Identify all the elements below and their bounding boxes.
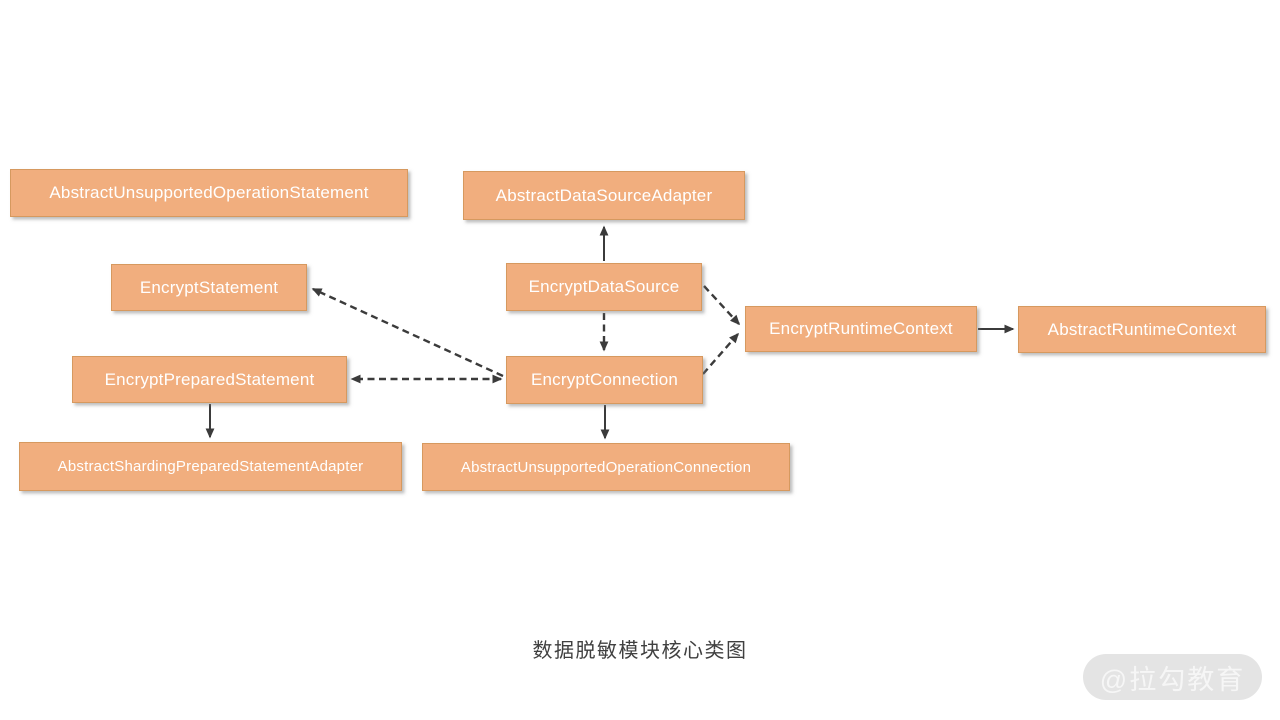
node-encrypt-data-source: EncryptDataSource [506, 263, 702, 311]
diagram-caption: 数据脱敏模块核心类图 [532, 640, 748, 662]
node-encrypt-runtime-context: EncryptRuntimeContext [745, 306, 977, 352]
node-encrypt-statement: EncryptStatement [111, 264, 307, 311]
watermark-badge: @拉勾教育 [1083, 654, 1262, 700]
node-abstract-data-source-adapter: AbstractDataSourceAdapter [463, 171, 745, 220]
edge-encryptdatasource-to-encryptruntimecontext [703, 285, 741, 326]
node-abstract-unsupported-operation-connection: AbstractUnsupportedOperationConnection [422, 443, 790, 491]
node-encrypt-prepared-statement: EncryptPreparedStatement [72, 356, 347, 403]
node-abstract-unsupported-operation-statement: AbstractUnsupportedOperationStatement [10, 169, 408, 217]
node-abstract-runtime-context: AbstractRuntimeContext [1018, 306, 1266, 353]
node-encrypt-connection: EncryptConnection [506, 356, 703, 404]
edge-encryptconnection-to-encryptruntimecontext [702, 332, 739, 375]
node-abstract-sharding-prepared-statement-adapter: AbstractShardingPreparedStatementAdapter [19, 442, 402, 491]
edge-encryptconnection-to-encryptstatement [311, 287, 504, 378]
